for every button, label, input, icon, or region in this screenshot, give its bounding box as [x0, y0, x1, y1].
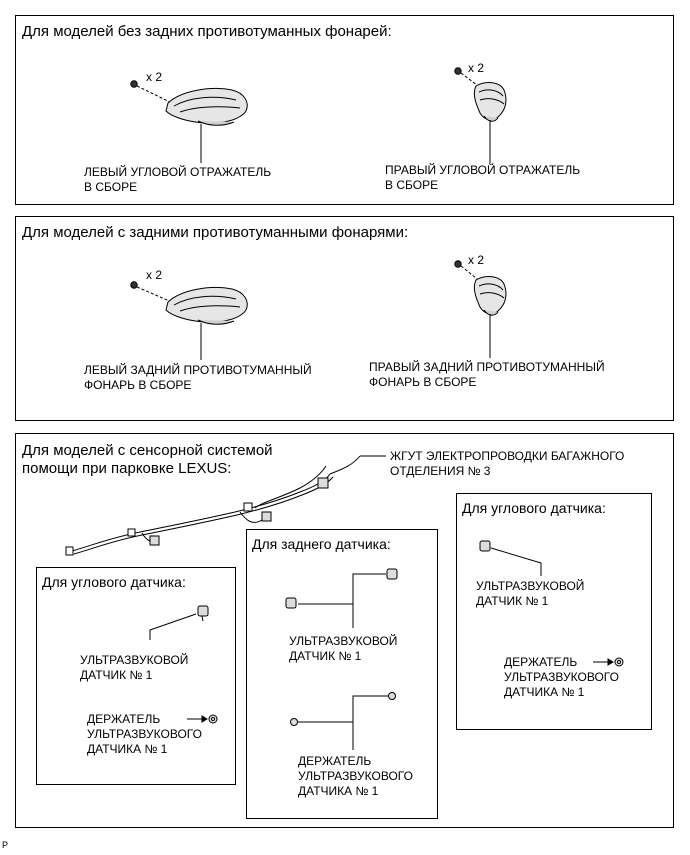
part-label-holder-2: УЛЬТРАЗВУКОВОГО	[504, 670, 619, 684]
right-rear-fog-lamp-part	[473, 276, 507, 316]
part-label-left-corner-reflector: ЛЕВЫЙ УГЛОВОЙ ОТРАЖАТЕЛЬ	[84, 165, 272, 179]
subpanel-corner-sensor-right	[456, 493, 652, 730]
part-label-right-corner-reflector: ПРАВЫЙ УГЛОВОЙ ОТРАЖАТЕЛЬ	[385, 163, 581, 177]
luggage-room-wire-harness-part	[65, 455, 361, 556]
part-label-right-rear-fog-lamp: ПРАВЫЙ ЗАДНИЙ ПРОТИВОТУМАННЫЙ	[369, 360, 605, 374]
ultrasonic-sensor-part	[197, 605, 209, 622]
part-label-holder-2: УЛЬТРАЗВУКОВОГО	[87, 727, 202, 741]
leader-line	[298, 695, 388, 750]
panel-with-fog-lamps	[15, 216, 674, 421]
panel-without-fog-lamps	[15, 15, 674, 205]
part-label-holder-3: ДАТЧИКА № 1	[298, 784, 379, 798]
subpanel-heading-corner-right: Для углового датчика:	[462, 500, 606, 516]
part-label-holder: ДЕРЖАТЕЛЬ	[87, 712, 161, 726]
sensor-holder-part	[614, 657, 624, 667]
part-label-right-corner-reflector-2: В СБОРЕ	[385, 178, 439, 192]
part-label-holder-2: УЛЬТРАЗВУКОВОГО	[298, 769, 413, 783]
part-label-holder-3: ДАТЧИКА № 1	[87, 742, 168, 756]
ultrasonic-sensor-part	[479, 540, 491, 552]
part-label-left-rear-fog-lamp: ЛЕВЫЙ ЗАДНИЙ ПРОТИВОТУМАННЫЙ	[84, 363, 312, 377]
arrow-head-icon	[607, 658, 614, 666]
quantity-label: x 2	[146, 70, 163, 84]
panel-heading-parking: Для моделей с сенсорной системой	[22, 442, 273, 459]
part-label-holder: ДЕРЖАТЕЛЬ	[504, 655, 578, 669]
part-label-right-rear-fog-lamp-2: ФОНАРЬ В СБОРЕ	[369, 375, 477, 389]
quantity-label: x 2	[146, 268, 163, 282]
part-label-wire-harness-2: ОТДЕЛЕНИЯ № 3	[390, 464, 491, 478]
panel-heading-with-fog: Для моделей с задними противотуманными ф…	[22, 224, 409, 241]
ultrasonic-sensor-part	[285, 597, 297, 609]
subpanel-heading-rear: Для заднего датчика:	[252, 536, 391, 552]
sensor-holder-part	[290, 718, 298, 726]
part-label-left-corner-reflector-2: В СБОРЕ	[84, 180, 138, 194]
left-rear-fog-lamp-part	[165, 287, 248, 325]
sensor-holder-part	[388, 692, 396, 700]
right-corner-reflector-part	[473, 82, 507, 122]
subpanel-corner-sensor-left	[36, 567, 236, 785]
quantity-label: x 2	[468, 253, 485, 267]
leader-line	[149, 613, 197, 640]
arrow-head-icon	[201, 715, 208, 723]
part-label-sensor-2: ДАТЧИК № 1	[80, 668, 153, 682]
sensor-holder-part	[208, 714, 218, 724]
part-label-holder-3: ДАТЧИКА № 1	[504, 685, 585, 699]
leader-line	[490, 547, 542, 576]
subpanel-heading-corner-left: Для углового датчика:	[42, 574, 186, 590]
part-label-sensor: УЛЬТРАЗВУКОВОЙ	[289, 634, 398, 648]
part-label-wire-harness: ЖГУТ ЭЛЕКТРОПРОВОДКИ БАГАЖНОГО	[390, 449, 625, 463]
bolt-icon	[130, 281, 175, 304]
part-label-sensor: УЛЬТРАЗВУКОВОЙ	[80, 653, 189, 667]
left-corner-reflector-part	[165, 88, 248, 126]
panel-heading-no-fog: Для моделей без задних противотуманных ф…	[22, 23, 392, 40]
ultrasonic-sensor-part	[386, 568, 398, 580]
part-label-left-rear-fog-lamp-2: ФОНАРЬ В СБОРЕ	[84, 378, 192, 392]
part-label-sensor-2: ДАТЧИК № 1	[289, 649, 362, 663]
bolt-icon	[130, 80, 175, 105]
figure-reference: P	[2, 840, 9, 850]
part-label-holder: ДЕРЖАТЕЛЬ	[298, 754, 372, 768]
quantity-label: x 2	[468, 61, 485, 75]
leader-line	[298, 573, 386, 628]
part-label-sensor: УЛЬТРАЗВУКОВОЙ	[476, 579, 585, 593]
subpanel-rear-sensor	[246, 529, 438, 819]
part-label-sensor-2: ДАТЧИК № 1	[476, 594, 549, 608]
panel-heading-parking-2: помощи при парковке LEXUS:	[22, 460, 232, 477]
